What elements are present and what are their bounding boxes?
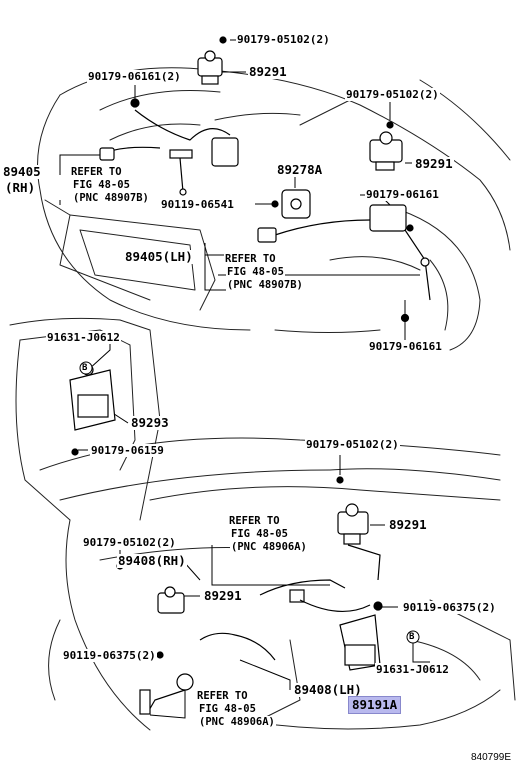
label-90179-05102-top: 90179-05102(2): [236, 33, 331, 46]
label-89291-low: 89291: [203, 588, 243, 603]
label-90119-06541: 90119-06541: [160, 198, 235, 211]
label-90119-06375-right: 90119-06375(2): [402, 601, 497, 614]
label-91631-j0612-right: 91631-J0612: [375, 663, 450, 676]
circle-b-left: [79, 361, 93, 375]
label-refer-rh-2: FIG 48-05: [72, 179, 131, 191]
bolt-icon: [219, 36, 227, 44]
height-sensor-lh: [369, 204, 407, 232]
label-89405-rh: 89405: [2, 164, 42, 179]
label-91631-j0612-left: 91631-J0612: [46, 331, 121, 344]
label-89293: 89293: [130, 415, 170, 430]
label-90179-06159: 90179-06159: [90, 444, 165, 457]
label-89291-mid: 89291: [388, 517, 428, 532]
label-refer-bot-3: (PNC 48906A): [198, 716, 276, 728]
label-90119-06375-left: 90119-06375(2): [62, 649, 157, 662]
label-refer-mid-2: FIG 48-05: [230, 528, 289, 540]
label-refer-rh-1: REFER TO: [70, 166, 123, 178]
label-refer-bot-1: REFER TO: [196, 690, 249, 702]
label-circle-b-left: B: [82, 363, 88, 373]
bolt-icon: [373, 601, 383, 611]
circle-b-right: [406, 630, 420, 644]
label-90179-06161-low: 90179-06161: [368, 340, 443, 353]
bolt-icon: [386, 121, 394, 129]
label-refer-mid-1: REFER TO: [228, 515, 281, 527]
label-refer-rh-3: (PNC 48907B): [72, 192, 150, 204]
bolt-icon: [130, 98, 140, 108]
label-refer-bot-2: FIG 48-05: [198, 703, 257, 715]
label-89278a: 89278A: [276, 162, 324, 177]
bolt-icon: [271, 200, 279, 208]
highlighted-part-number[interactable]: 89191A: [348, 696, 402, 714]
label-refer-lh-1: REFER TO: [224, 253, 277, 265]
bolt-icon: [156, 651, 164, 659]
car-rear-outline: [9, 317, 161, 521]
height-sensor-89408-lh: [199, 632, 276, 661]
car-body-outline: [37, 94, 251, 331]
label-89408-rh: 89408(RH): [117, 553, 187, 568]
label-89405-lh: 89405(LH): [124, 249, 194, 264]
label-89291-top: 89291: [248, 64, 288, 79]
figure-code: 840799E: [470, 751, 513, 764]
label-89408-lh: 89408(LH): [293, 682, 363, 697]
label-89291-right: 89291: [414, 156, 454, 171]
bolt-icon: [400, 313, 410, 323]
label-circle-b-right: B: [409, 632, 415, 642]
label-90179-05102-left: 90179-05102(2): [82, 536, 177, 549]
label-refer-mid-3: (PNC 48906A): [230, 541, 308, 553]
label-89405-rh-suffix: (RH): [4, 180, 37, 195]
height-sensor-rh: [134, 109, 231, 141]
bolt-icon: [406, 224, 414, 232]
label-refer-lh-2: FIG 48-05: [226, 266, 285, 278]
bolt-icon: [336, 476, 344, 484]
label-refer-lh-3: (PNC 48907B): [226, 279, 304, 291]
label-90179-06161-right: 90179-06161: [365, 188, 440, 201]
label-90179-06161-left: 90179-06161(2): [87, 70, 182, 83]
label-90179-05102-right: 90179-05102(2): [345, 88, 440, 101]
height-sensor-89408-rh: [259, 579, 346, 596]
label-90179-05102-mid: 90179-05102(2): [305, 438, 400, 451]
bolt-icon: [71, 448, 79, 456]
